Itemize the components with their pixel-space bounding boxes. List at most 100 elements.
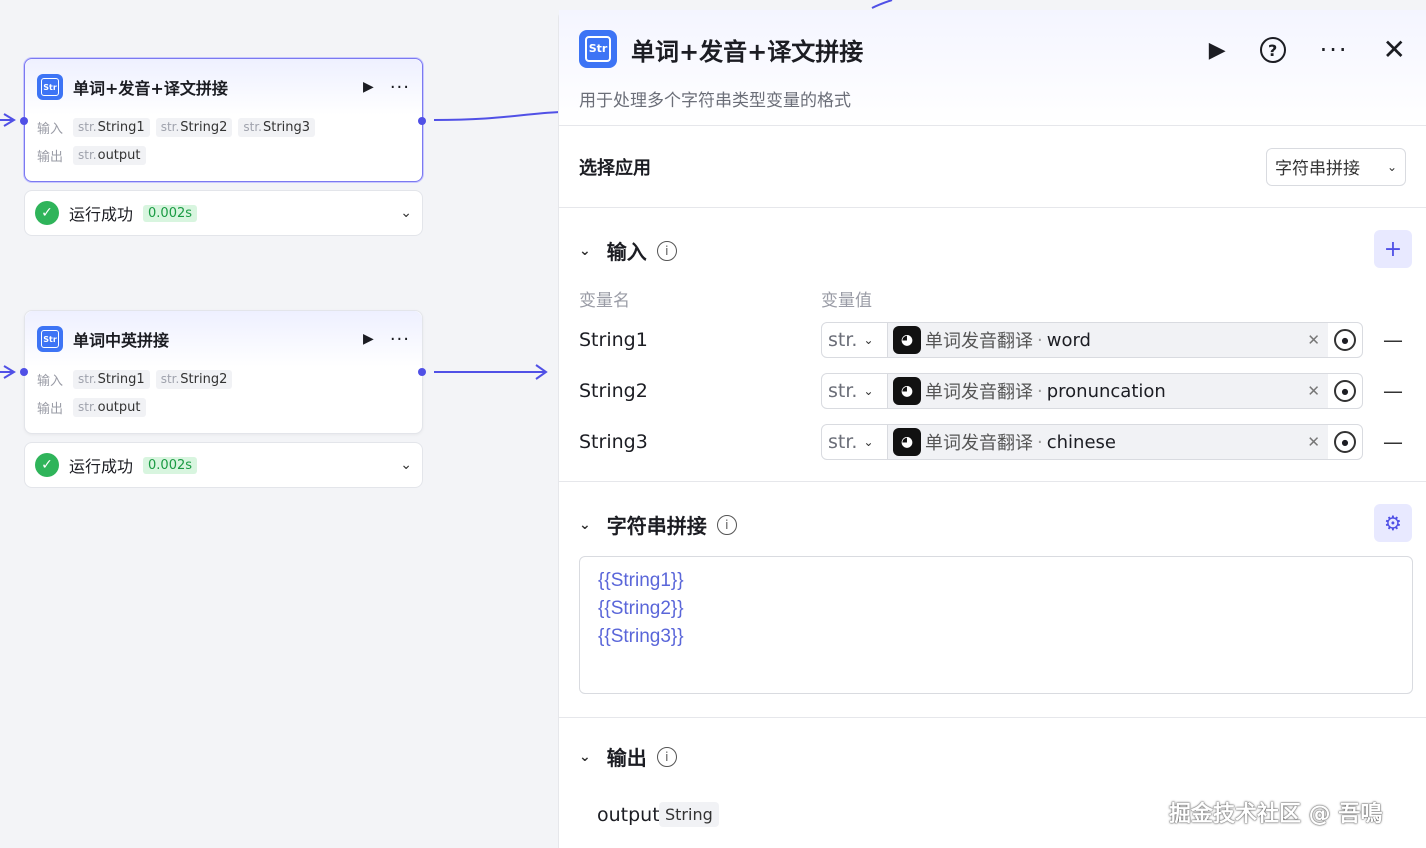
node-header: Str 单词+发音+译文拼接 ▶ ··· [25, 59, 422, 115]
chevron-down-icon[interactable]: ⌄ [400, 205, 412, 221]
variable-picker-icon[interactable]: ● [1328, 323, 1362, 357]
remove-variable-button[interactable]: — [1383, 379, 1403, 403]
chevron-down-icon: ⌄ [863, 384, 874, 398]
input-port[interactable] [20, 117, 28, 125]
type-select[interactable]: str.⌄ [822, 374, 888, 408]
variable-name[interactable]: String3 [579, 431, 648, 453]
play-icon[interactable]: ▶ [363, 79, 374, 95]
output-port[interactable] [418, 368, 426, 376]
status-text: 运行成功 [69, 457, 134, 476]
variable-name[interactable]: String2 [579, 380, 648, 402]
workflow-node-concat-full[interactable]: Str 单词+发音+译文拼接 ▶ ··· 输入 str.String1 str.… [24, 58, 423, 182]
input-label: 输入 [37, 121, 64, 137]
output-type-badge: String [659, 802, 719, 827]
concat-template-editor[interactable]: {{String1}} {{String2}} {{String3}} [579, 556, 1413, 694]
reference-chip[interactable]: ◕ 单词发音翻译· chinese ✕ [888, 425, 1328, 459]
node-config-panel: Str 单词+发音+译文拼接 用于处理多个字符串类型变量的格式 ▶ ? ··· … [558, 10, 1426, 848]
edge-line [871, 0, 893, 9]
workflow-canvas[interactable]: Str 单词+发音+译文拼接 ▶ ··· 输入 str.String1 str.… [0, 0, 560, 848]
remove-variable-button[interactable]: — [1383, 430, 1403, 454]
more-icon[interactable]: ··· [389, 328, 410, 350]
clear-icon[interactable]: ✕ [1307, 382, 1320, 400]
section-title: 输入 [606, 240, 647, 264]
info-icon[interactable]: i [656, 746, 677, 767]
param-tag: str.String1 [73, 369, 150, 389]
workflow-node-concat-cn-en[interactable]: Str 单词中英拼接 ▶ ··· 输入 str.String1 str.Stri… [24, 310, 423, 434]
app-select[interactable]: 字符串拼接 ⌄ [1266, 147, 1406, 186]
input-section-header[interactable]: ⌄ 输入 i [579, 236, 677, 265]
node-title: 单词+发音+译文拼接 [73, 79, 228, 98]
template-line: {{String2}} [598, 598, 684, 619]
reference-chip[interactable]: ◕ 单词发音翻译· word ✕ [888, 323, 1328, 357]
node-title: 单词中英拼接 [73, 331, 170, 350]
string-node-icon: Str [37, 74, 63, 100]
output-label: 输出 [37, 149, 64, 165]
panel-title[interactable]: 单词+发音+译文拼接 [631, 38, 864, 66]
variable-value-field[interactable]: str.⌄ ◕ 单词发音翻译· word ✕ ● [821, 322, 1363, 358]
bot-icon: ◕ [893, 428, 921, 456]
watermark-text: 掘金技术社区 @ 吾鳴 [1169, 802, 1383, 827]
check-circle-icon: ✓ [35, 201, 59, 225]
duration-badge: 0.002s [143, 456, 198, 474]
bot-icon: ◕ [893, 377, 921, 405]
variable-value-field[interactable]: str.⌄ ◕ 单词发音翻译· chinese ✕ ● [821, 424, 1363, 460]
type-select[interactable]: str.⌄ [822, 323, 888, 357]
type-select[interactable]: str.⌄ [822, 425, 888, 459]
chevron-down-icon: ⌄ [863, 333, 874, 347]
close-icon[interactable]: ✕ [1382, 33, 1406, 66]
info-icon[interactable]: i [716, 514, 737, 535]
panel-header: Str 单词+发音+译文拼接 用于处理多个字符串类型变量的格式 ▶ ? ··· … [559, 10, 1426, 126]
settings-gear-button[interactable]: ⚙ [1374, 504, 1412, 542]
node-output-row: 输出 str.output [25, 393, 422, 421]
column-header-value: 变量值 [821, 291, 872, 311]
column-header-name: 变量名 [579, 291, 630, 311]
chevron-down-icon[interactable]: ⌄ [579, 242, 591, 259]
remove-variable-button[interactable]: — [1383, 328, 1403, 352]
more-icon[interactable]: ··· [1319, 36, 1349, 64]
variable-row: String1 str.⌄ ◕ 单词发音翻译· word ✕ ● — [579, 322, 1426, 358]
run-status-bar[interactable]: ✓ 运行成功 0.002s ⌄ [24, 190, 423, 236]
reference-chip[interactable]: ◕ 单词发音翻译· pronuncation ✕ [888, 374, 1328, 408]
node-header: Str 单词中英拼接 ▶ ··· [25, 311, 422, 367]
info-icon[interactable]: i [656, 240, 677, 261]
input-label: 输入 [37, 373, 64, 389]
output-section: ⌄ 输出 i [559, 718, 1426, 848]
param-tag: str.output [73, 145, 146, 165]
check-circle-icon: ✓ [35, 453, 59, 477]
panel-description[interactable]: 用于处理多个字符串类型变量的格式 [579, 91, 851, 111]
output-port[interactable] [418, 117, 426, 125]
param-tag: str.output [73, 397, 146, 417]
app-select-label: 选择应用 [579, 157, 651, 179]
more-icon[interactable]: ··· [389, 76, 410, 98]
chevron-down-icon[interactable]: ⌄ [579, 516, 591, 533]
param-tag: str.String1 [73, 117, 150, 137]
bot-icon: ◕ [893, 326, 921, 354]
panel-actions: ▶ ? ··· ✕ [1175, 36, 1406, 64]
help-icon[interactable]: ? [1259, 37, 1286, 63]
output-section-header[interactable]: ⌄ 输出 i [579, 742, 677, 771]
node-input-row: 输入 str.String1 str.String2 str.String3 [25, 113, 422, 141]
output-label: 输出 [37, 401, 64, 417]
string-node-icon: Str [37, 326, 63, 352]
template-line: {{String3}} [598, 626, 684, 647]
play-icon[interactable]: ▶ [1208, 37, 1226, 63]
app-select-section: 选择应用 字符串拼接 ⌄ [559, 126, 1426, 208]
param-tag: str.String2 [155, 117, 233, 137]
app-select-value: 字符串拼接 [1275, 159, 1360, 179]
chevron-down-icon[interactable]: ⌄ [579, 748, 591, 765]
node-input-row: 输入 str.String1 str.String2 [25, 365, 422, 393]
input-port[interactable] [20, 368, 28, 376]
run-status-bar[interactable]: ✓ 运行成功 0.002s ⌄ [24, 442, 423, 488]
clear-icon[interactable]: ✕ [1307, 331, 1320, 349]
variable-value-field[interactable]: str.⌄ ◕ 单词发音翻译· pronuncation ✕ ● [821, 373, 1363, 409]
output-variable-name: output [597, 804, 660, 826]
variable-name[interactable]: String1 [579, 329, 648, 351]
add-variable-button[interactable]: + [1374, 230, 1412, 268]
status-text: 运行成功 [69, 205, 134, 224]
play-icon[interactable]: ▶ [363, 331, 374, 347]
chevron-down-icon[interactable]: ⌄ [400, 457, 412, 473]
variable-picker-icon[interactable]: ● [1328, 425, 1362, 459]
clear-icon[interactable]: ✕ [1307, 433, 1320, 451]
concat-section-header[interactable]: ⌄ 字符串拼接 i [579, 510, 737, 539]
variable-picker-icon[interactable]: ● [1328, 374, 1362, 408]
